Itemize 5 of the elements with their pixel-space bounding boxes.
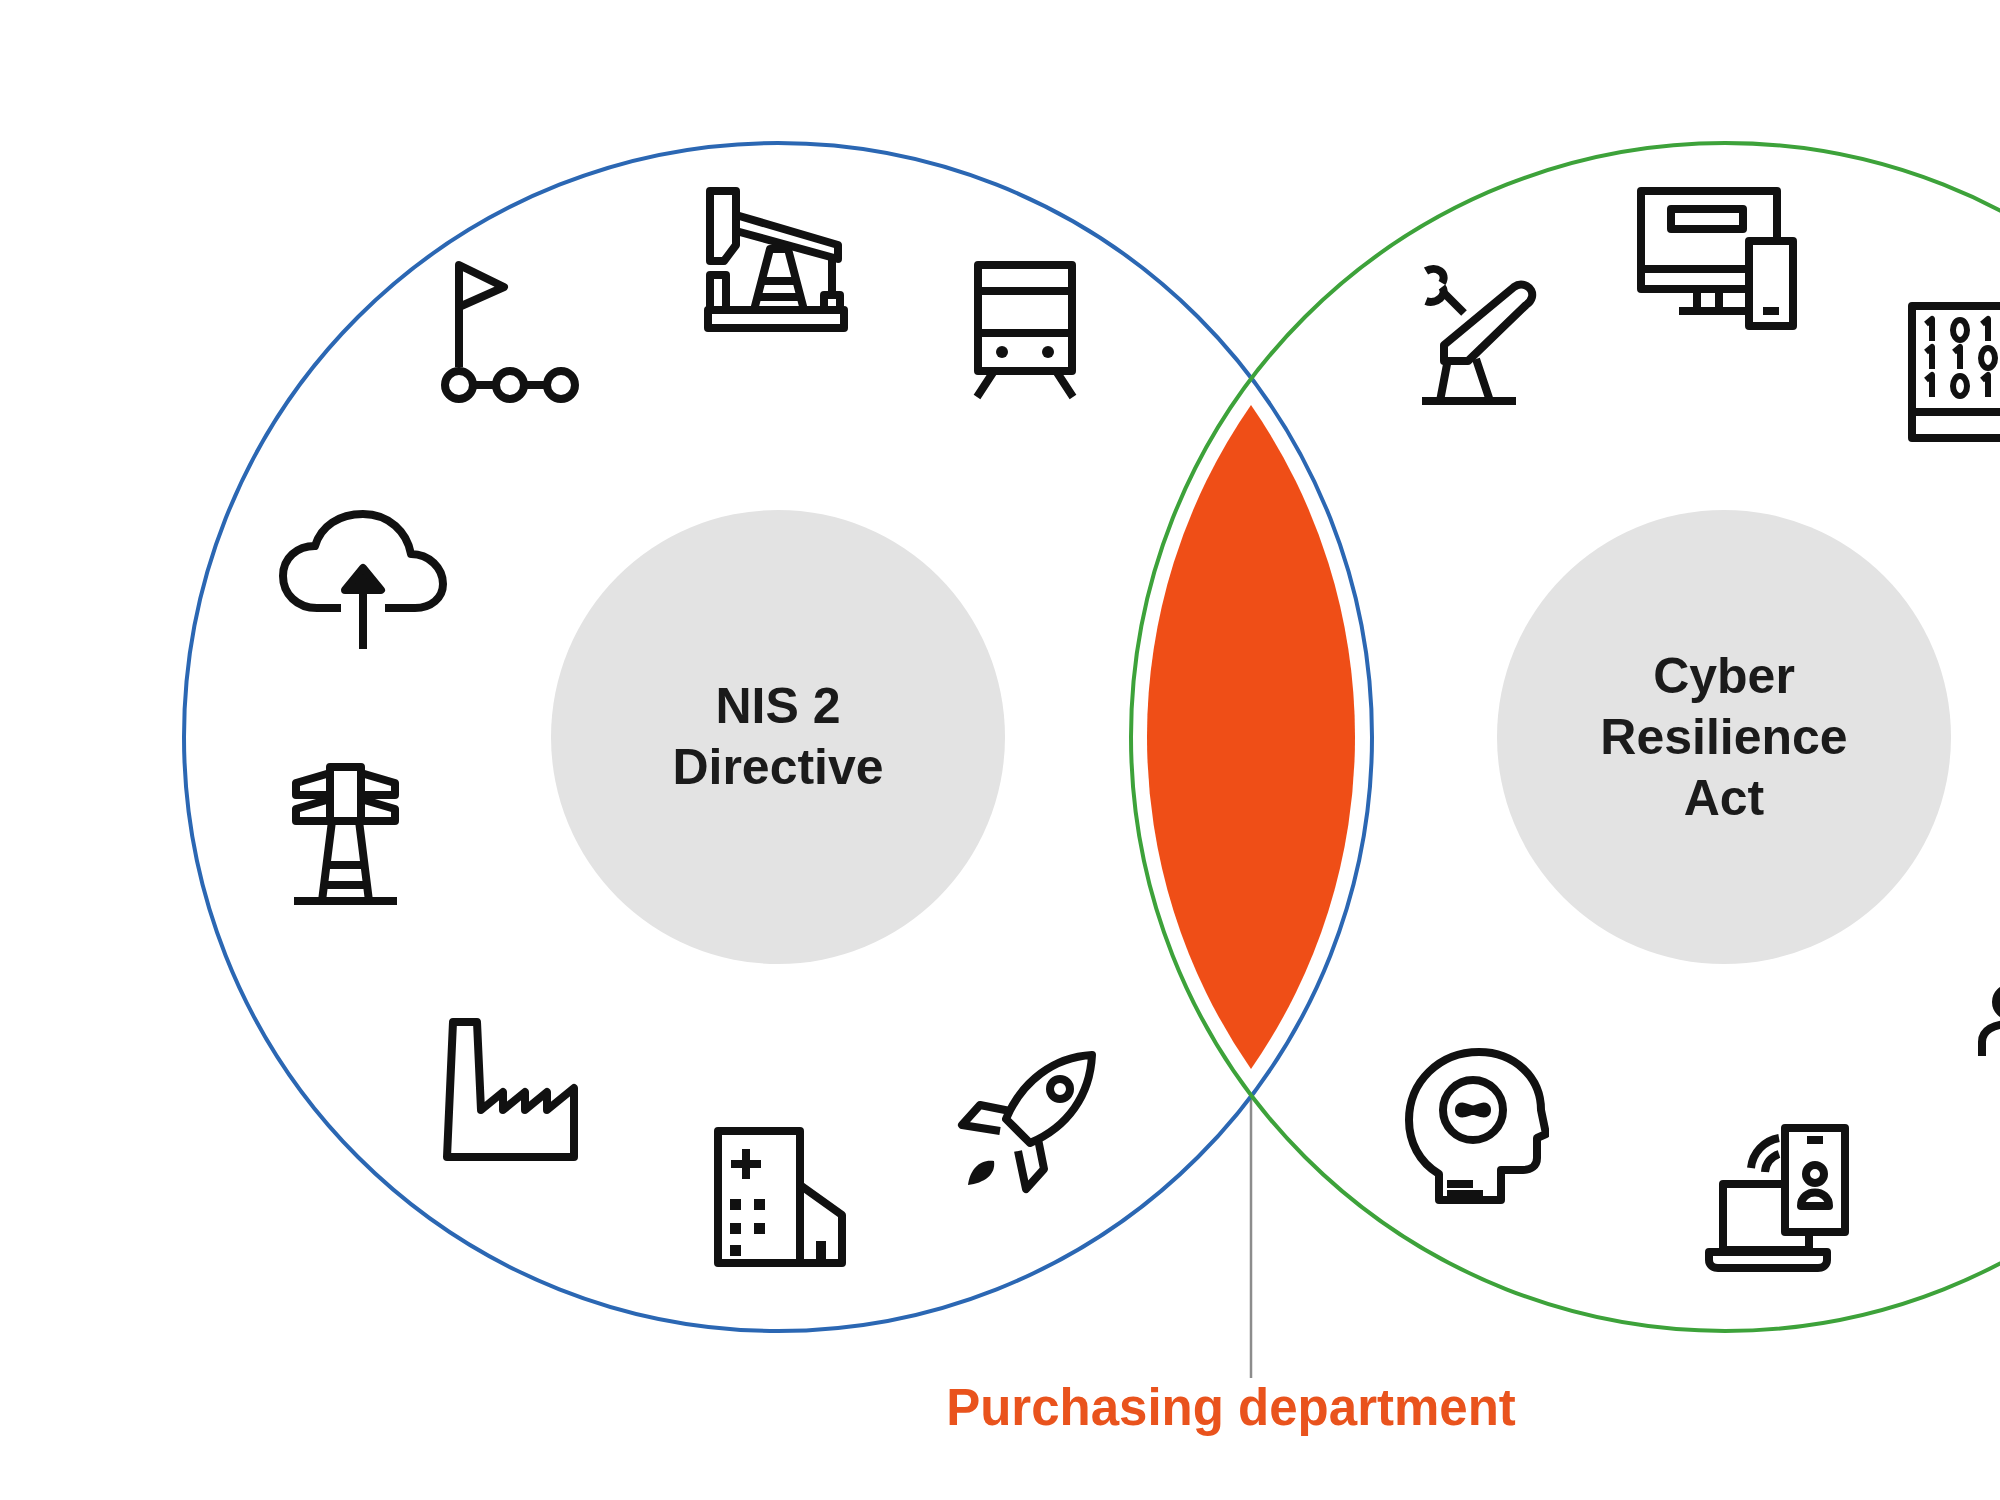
category-label: NIS 2 Directive xyxy=(671,677,885,797)
category-label: Cyber Resilience Act xyxy=(1599,646,1849,828)
callout-label: Purchasing department xyxy=(946,1378,1516,1438)
overlap-region xyxy=(1147,405,1355,1069)
leader-line xyxy=(1249,1096,1253,1378)
